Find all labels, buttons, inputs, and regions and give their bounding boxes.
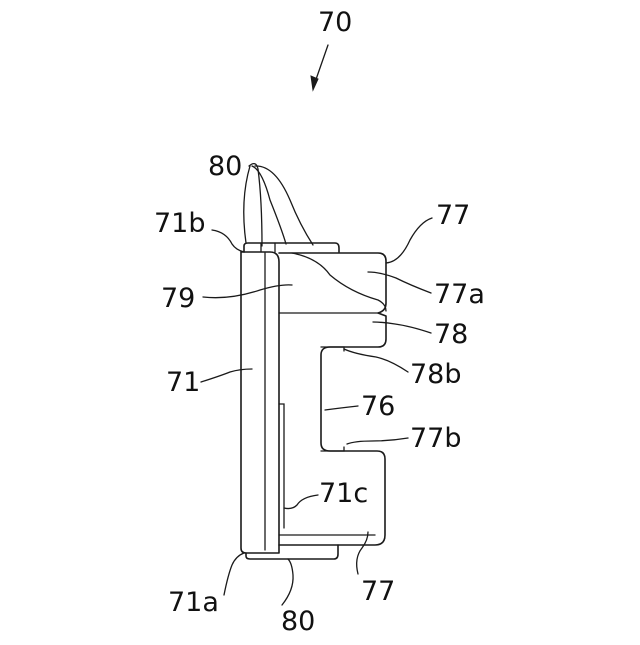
cover-80-top (244, 243, 339, 252)
leader-80-top (244, 164, 313, 246)
label-79: 79 (161, 283, 195, 314)
leader-77-top (386, 218, 432, 263)
label-80-bottom: 80 (281, 606, 315, 637)
leader-78b (344, 349, 408, 372)
label-77a: 77a (434, 279, 485, 310)
label-71b: 71b (154, 208, 206, 239)
leader-71 (201, 369, 252, 382)
label-77-bottom: 77 (361, 576, 395, 607)
leader-71a (224, 553, 244, 595)
label-76: 76 (361, 391, 395, 422)
label-77-top: 77 (436, 200, 470, 231)
label-71: 71 (166, 367, 200, 398)
cover-80-bottom (246, 545, 338, 559)
leader-77a (368, 272, 431, 293)
leader-71c (284, 495, 318, 509)
leader-77-bottom (357, 532, 368, 574)
member-71 (241, 252, 284, 553)
label-71c: 71c (319, 478, 368, 509)
label-78b: 78b (410, 359, 462, 390)
label-70: 70 (318, 7, 352, 38)
leader-77b (347, 438, 408, 444)
label-80-top: 80 (208, 151, 242, 182)
leader-78 (373, 322, 431, 333)
leader-76 (325, 406, 358, 410)
label-77b: 77b (410, 423, 462, 454)
label-71a: 71a (168, 587, 219, 618)
leader-71b (212, 230, 244, 252)
leader-80-bottom (282, 559, 293, 605)
label-78: 78 (434, 319, 468, 350)
arrow-70 (311, 45, 328, 90)
